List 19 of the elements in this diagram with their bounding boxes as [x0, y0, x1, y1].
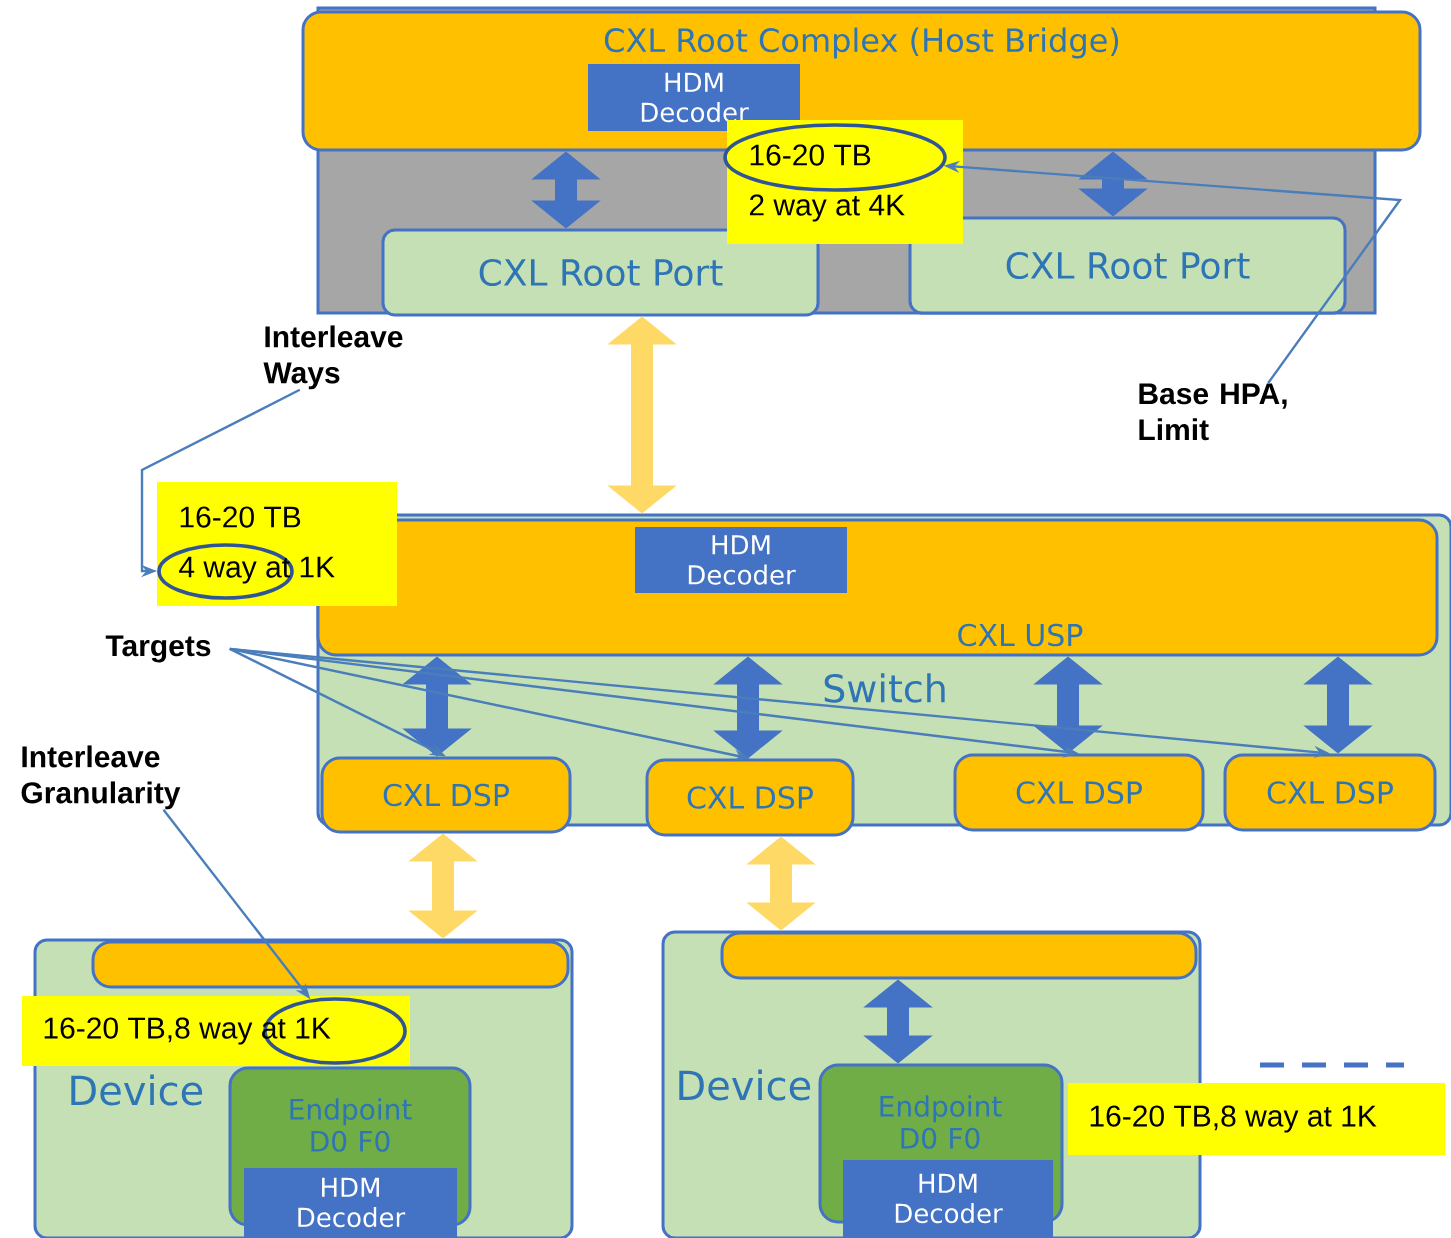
port-box: CXL Root Port	[381, 228, 820, 317]
callout-text: Targets	[105, 635, 211, 663]
decoder-box: HDM Decoder	[588, 64, 800, 131]
port-box: CXL Root Port	[908, 216, 1347, 315]
port-box: CXL DSP	[1223, 753, 1437, 832]
note-box: 16-20 TB 2 way at 4K	[723, 120, 963, 244]
note-box: 16-20 TB,8 way at 1K	[1068, 1083, 1445, 1155]
port-bar	[720, 931, 1198, 980]
decoder-box: HDM Decoder	[635, 527, 847, 593]
port-box: CXL DSP	[953, 753, 1205, 832]
callout-text: Base HPA, Limit	[1139, 383, 1287, 441]
port-box: CXL DSP	[320, 756, 572, 834]
decoder-box: HDM Decoder	[843, 1160, 1053, 1237]
port-box: CXL DSP	[645, 758, 855, 837]
port-bar	[91, 940, 570, 989]
callout-text: Interleave Ways	[263, 325, 403, 390]
note-box: 16-20 TB 4 way at 1K	[157, 482, 397, 606]
decoder-box: HDM Decoder	[244, 1168, 457, 1237]
callout-text: Interleave Granularity	[21, 745, 181, 810]
